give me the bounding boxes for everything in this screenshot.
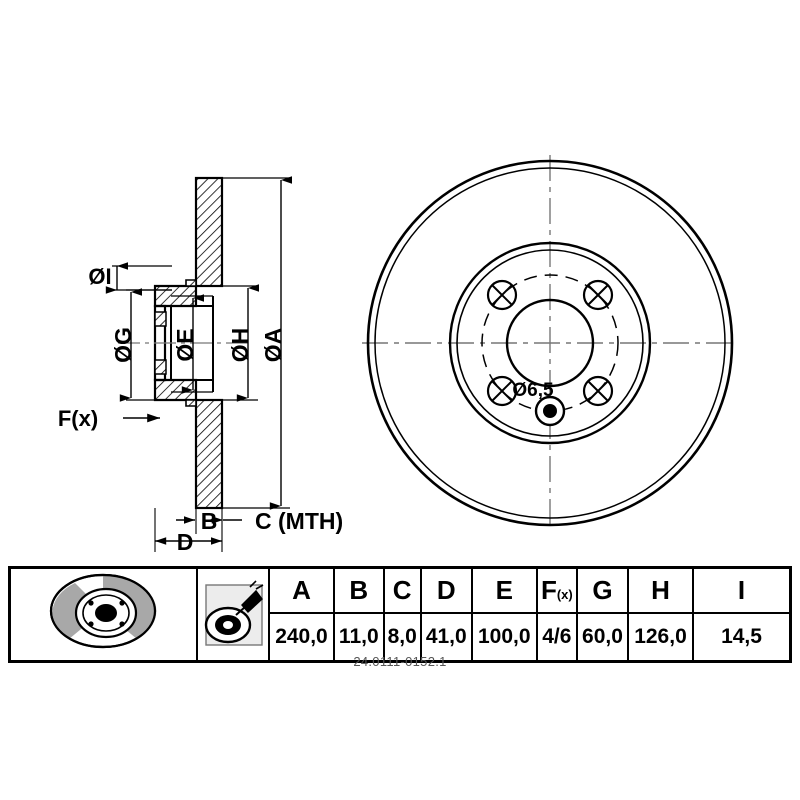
dimension-label-A: ØA (260, 328, 286, 363)
dimension-label-D: D (177, 529, 194, 555)
section-hat-upper (153, 279, 198, 308)
dimension-C: C (MTH) (255, 508, 343, 534)
section-bolt-hole-upper (154, 311, 167, 327)
dimension-A: ØA (222, 176, 293, 510)
table-value-F: 4/6 (535, 612, 578, 663)
face-outer-circle (366, 159, 734, 527)
table-value-H: 126,0 (626, 612, 695, 663)
brake-disc-icon-cell (8, 566, 198, 663)
table-value-D: 41,0 (419, 612, 473, 663)
brake-disc-icon (49, 573, 157, 649)
cross-section-view: ØI ØG ØE ØH (58, 176, 343, 555)
face-bolt-hole (582, 279, 614, 311)
dimension-H: ØH (213, 284, 260, 402)
table-header-row: A B C D E F(x) G H I (8, 566, 792, 663)
dimension-label-E: ØE (172, 328, 198, 361)
face-callout-label: Ø6,5 (512, 380, 554, 401)
section-outer-ring-lower (194, 398, 224, 510)
face-center-bore (505, 298, 595, 388)
dimension-label-H: ØH (227, 328, 253, 363)
table-value-G: 60,0 (575, 612, 629, 663)
table-header-F: F(x) (535, 566, 578, 615)
table-value-C: 8,0 (382, 612, 422, 663)
table-header-G: G (575, 566, 629, 615)
section-outer-ring-upper (194, 176, 224, 288)
part-number: 24.0111-0152.1 (353, 654, 447, 669)
table-value-E: 100,0 (470, 612, 538, 663)
dimension-G: ØG (110, 288, 172, 402)
dimension-F: F(x) (58, 406, 160, 431)
dimension-D: D (154, 508, 223, 555)
face-guide-hole (534, 395, 566, 427)
face-view: Ø6,5 (362, 155, 738, 531)
table-header-D: D (419, 566, 473, 615)
dimension-B: B (176, 508, 242, 534)
face-bolt-hole (486, 375, 518, 407)
dimension-label-F: F(x) (58, 406, 98, 431)
table-value-I: 14,5 (692, 612, 792, 663)
table-header-F-main: F (540, 575, 557, 606)
dimension-E: ØE (171, 294, 213, 394)
dimension-label-C: C (MTH) (255, 508, 343, 534)
table-header-H: H (626, 566, 695, 615)
table-header-C: C (382, 566, 422, 615)
table-header-E: E (470, 566, 538, 615)
dimension-label-I: ØI (88, 264, 111, 289)
section-hat-lower (153, 378, 198, 407)
face-outer-circle-inner (374, 167, 726, 519)
table-header-F-sub: (x) (556, 587, 573, 603)
dimension-label-G: ØG (110, 327, 136, 363)
table-value-row: 240,0 11,0 8,0 41,0 100,0 4/6 60,0 126,0… (10, 612, 792, 663)
specification-table: A B C D E F(x) G H I 240,0 11,0 8,0 41,0… (8, 566, 792, 663)
section-bolt-hole-lower (154, 359, 167, 375)
table-value-A: 240,0 (268, 612, 335, 663)
face-bolt-hole (486, 279, 518, 311)
coated-disc-icon-cell (196, 566, 270, 663)
table-header-B: B (332, 566, 385, 615)
dimension-I: ØI (88, 262, 172, 294)
face-bolt-hole (582, 375, 614, 407)
dimension-label-B: B (201, 508, 218, 534)
table-header-A: A (268, 566, 335, 615)
table-value-B: 11,0 (332, 612, 385, 663)
face-hub-circle-inner (456, 249, 644, 437)
table-header-I: I (692, 566, 792, 615)
coated-disc-icon (204, 580, 264, 646)
face-hub-circle-outer (448, 241, 652, 445)
